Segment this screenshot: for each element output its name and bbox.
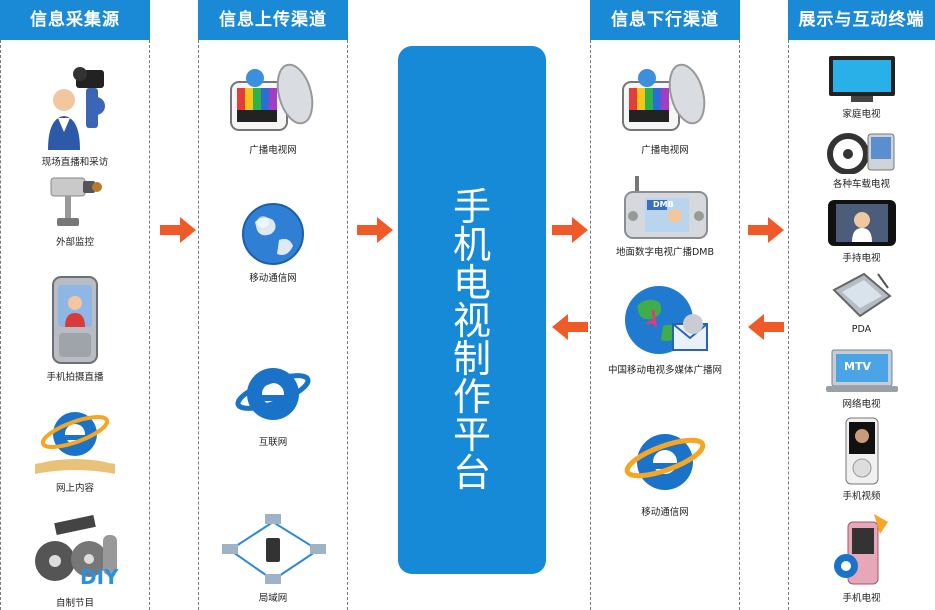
downlink-label: 广播电视网 (641, 145, 689, 156)
source-live-interview: 现场直播和采访 (0, 62, 150, 168)
tv-satellite-icon (230, 63, 314, 131)
terminal-label: 家庭电视 (842, 109, 881, 120)
car-tv-icon (826, 133, 894, 174)
mobile-phone-icon (52, 276, 98, 364)
terminal-internet-tv: MTV 网络电视 (788, 348, 935, 410)
phone-video-icon (845, 417, 878, 485)
source-monitoring: 外部监控 (0, 170, 150, 248)
film-reel-icon (35, 515, 117, 581)
platform-char: 手 (452, 185, 491, 229)
handheld-tv-icon (827, 200, 896, 246)
platform-char: 平 (452, 413, 491, 457)
lan-icon (222, 514, 326, 584)
upload-broadcast-tv: 广播电视网 (198, 60, 348, 156)
source-diy-program: DIY 自制节目 (0, 515, 150, 609)
terminal-label: 手机视频 (842, 491, 881, 502)
arrow-right-icon (748, 217, 784, 243)
platform-char: 制 (452, 337, 491, 381)
source-label: 自制节目 (55, 598, 94, 609)
arrow-right-icon (357, 217, 393, 243)
downlink-dmb: DMB 地面数字电视广播DMB (590, 172, 740, 258)
platform-title: 手 机 电 视 制 作 平 台 (398, 188, 546, 492)
arrow-right-icon (552, 217, 588, 243)
header-downlink: 信息下行渠道 (590, 0, 740, 40)
terminal-label: PDA (851, 324, 872, 335)
downlink-cmmb: 中国移动电视多媒体广播网 (590, 280, 740, 376)
terminal-label: 手机电视 (842, 593, 881, 604)
terminal-label: 手持电视 (842, 253, 881, 264)
mtv-badge: MTV (844, 360, 871, 373)
header-upload: 信息上传渠道 (198, 0, 348, 40)
diy-badge: DIY (80, 565, 119, 589)
dmb-badge: DMB (653, 200, 674, 209)
downlink-label: 地面数字电视广播DMB (615, 247, 715, 258)
source-label: 网上内容 (55, 483, 94, 494)
source-web-content: 网上内容 (0, 402, 150, 494)
laptop-icon (825, 349, 898, 392)
ie-icon (624, 434, 706, 490)
upload-label: 局域网 (258, 593, 288, 604)
globe-icon (242, 203, 304, 265)
ie-icon (235, 368, 311, 420)
terminal-phone-tv: 手机电视 (788, 512, 935, 604)
camera-operator-icon (48, 67, 105, 150)
terminal-pda: PDA (788, 270, 935, 335)
header-terminals: 展示与互动终端 (788, 0, 935, 40)
source-label: 现场直播和采访 (41, 157, 109, 168)
header-sources: 信息采集源 (0, 0, 150, 40)
globe-mail-icon (625, 286, 708, 354)
terminal-home-tv: 家庭电视 (788, 54, 935, 120)
downlink-mobile-network: 移动通信网 (590, 420, 740, 518)
phone-tv-icon (833, 514, 888, 585)
arrow-right-icon (160, 217, 196, 243)
platform-char: 视 (452, 299, 491, 343)
source-label: 手机拍摄直播 (46, 372, 104, 383)
terminal-handheld-tv: 手持电视 (788, 198, 935, 264)
upload-mobile-network: 移动通信网 (198, 200, 348, 284)
platform-char: 台 (452, 451, 491, 495)
downlink-label: 移动通信网 (641, 507, 689, 518)
platform-char: 作 (452, 375, 491, 419)
security-camera-icon (50, 177, 102, 226)
source-mobile-shoot: 手机拍摄直播 (0, 275, 150, 383)
terminals-column (788, 40, 935, 610)
upload-internet: 互联网 (198, 356, 348, 448)
upload-column (198, 40, 348, 610)
sources-column (0, 40, 150, 610)
upload-label: 广播电视网 (249, 145, 297, 156)
upload-label: 互联网 (258, 437, 288, 448)
home-tv-icon (828, 56, 895, 102)
downlink-broadcast-tv: 广播电视网 (590, 60, 740, 156)
tv-satellite-icon (622, 63, 706, 131)
mobile-tv-production-platform: 手 机 电 视 制 作 平 台 (398, 46, 546, 574)
pda-icon (831, 272, 892, 318)
source-label: 外部监控 (55, 237, 94, 248)
arrow-left-icon (748, 314, 784, 340)
upload-lan: 局域网 (198, 510, 348, 604)
terminal-phone-video: 手机视频 (788, 416, 935, 502)
platform-char: 机 (452, 223, 491, 267)
platform-char: 电 (452, 261, 491, 305)
downlink-label: 中国移动电视多媒体广播网 (607, 365, 722, 376)
terminal-car-tv: 各种车载电视 (788, 130, 935, 190)
terminal-label: 网络电视 (842, 399, 881, 410)
terminal-label: 各种车载电视 (832, 179, 890, 190)
downlink-column (590, 40, 740, 610)
ie-book-icon (35, 412, 115, 474)
upload-label: 移动通信网 (249, 273, 297, 284)
dmb-device-icon (624, 176, 708, 239)
arrow-left-icon (552, 314, 588, 340)
